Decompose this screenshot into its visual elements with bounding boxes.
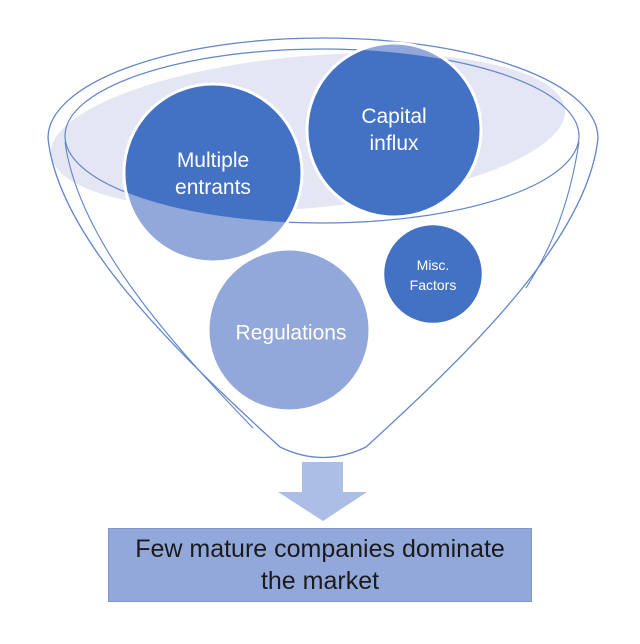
label-line: Multiple <box>176 149 250 172</box>
bubble-label-capital-influx: Capital influx <box>329 103 459 157</box>
bubble-misc-factors <box>381 222 485 326</box>
label-line: Misc. <box>416 257 450 273</box>
bubble-label-multiple-entrants: Multiple entrants <box>143 147 283 201</box>
outcome-text-line: Few mature companies dominate <box>135 535 505 563</box>
label-line: Capital <box>361 105 427 128</box>
bubble-regulations <box>206 247 372 413</box>
bubble-label-regulations: Regulations <box>206 320 376 347</box>
label-line: influx <box>369 132 419 155</box>
label-line: Regulations <box>235 321 347 345</box>
funnel-inner-wall-left <box>64 141 254 429</box>
funnel-inner-rim <box>64 48 580 224</box>
bubble-label-misc-factors: Misc. Factors <box>388 255 478 295</box>
bubble-capital-influx-dark-zone <box>308 49 480 216</box>
label-line: entrants <box>175 176 251 199</box>
down-arrow <box>278 462 367 521</box>
outcome-text-line: the market <box>260 567 380 595</box>
outcome-box: Few mature companies dominate the market <box>108 528 532 602</box>
funnel-inner-wall-right <box>525 141 580 289</box>
funnel-outer-outline <box>47 37 599 459</box>
label-line: Factors <box>409 277 457 293</box>
